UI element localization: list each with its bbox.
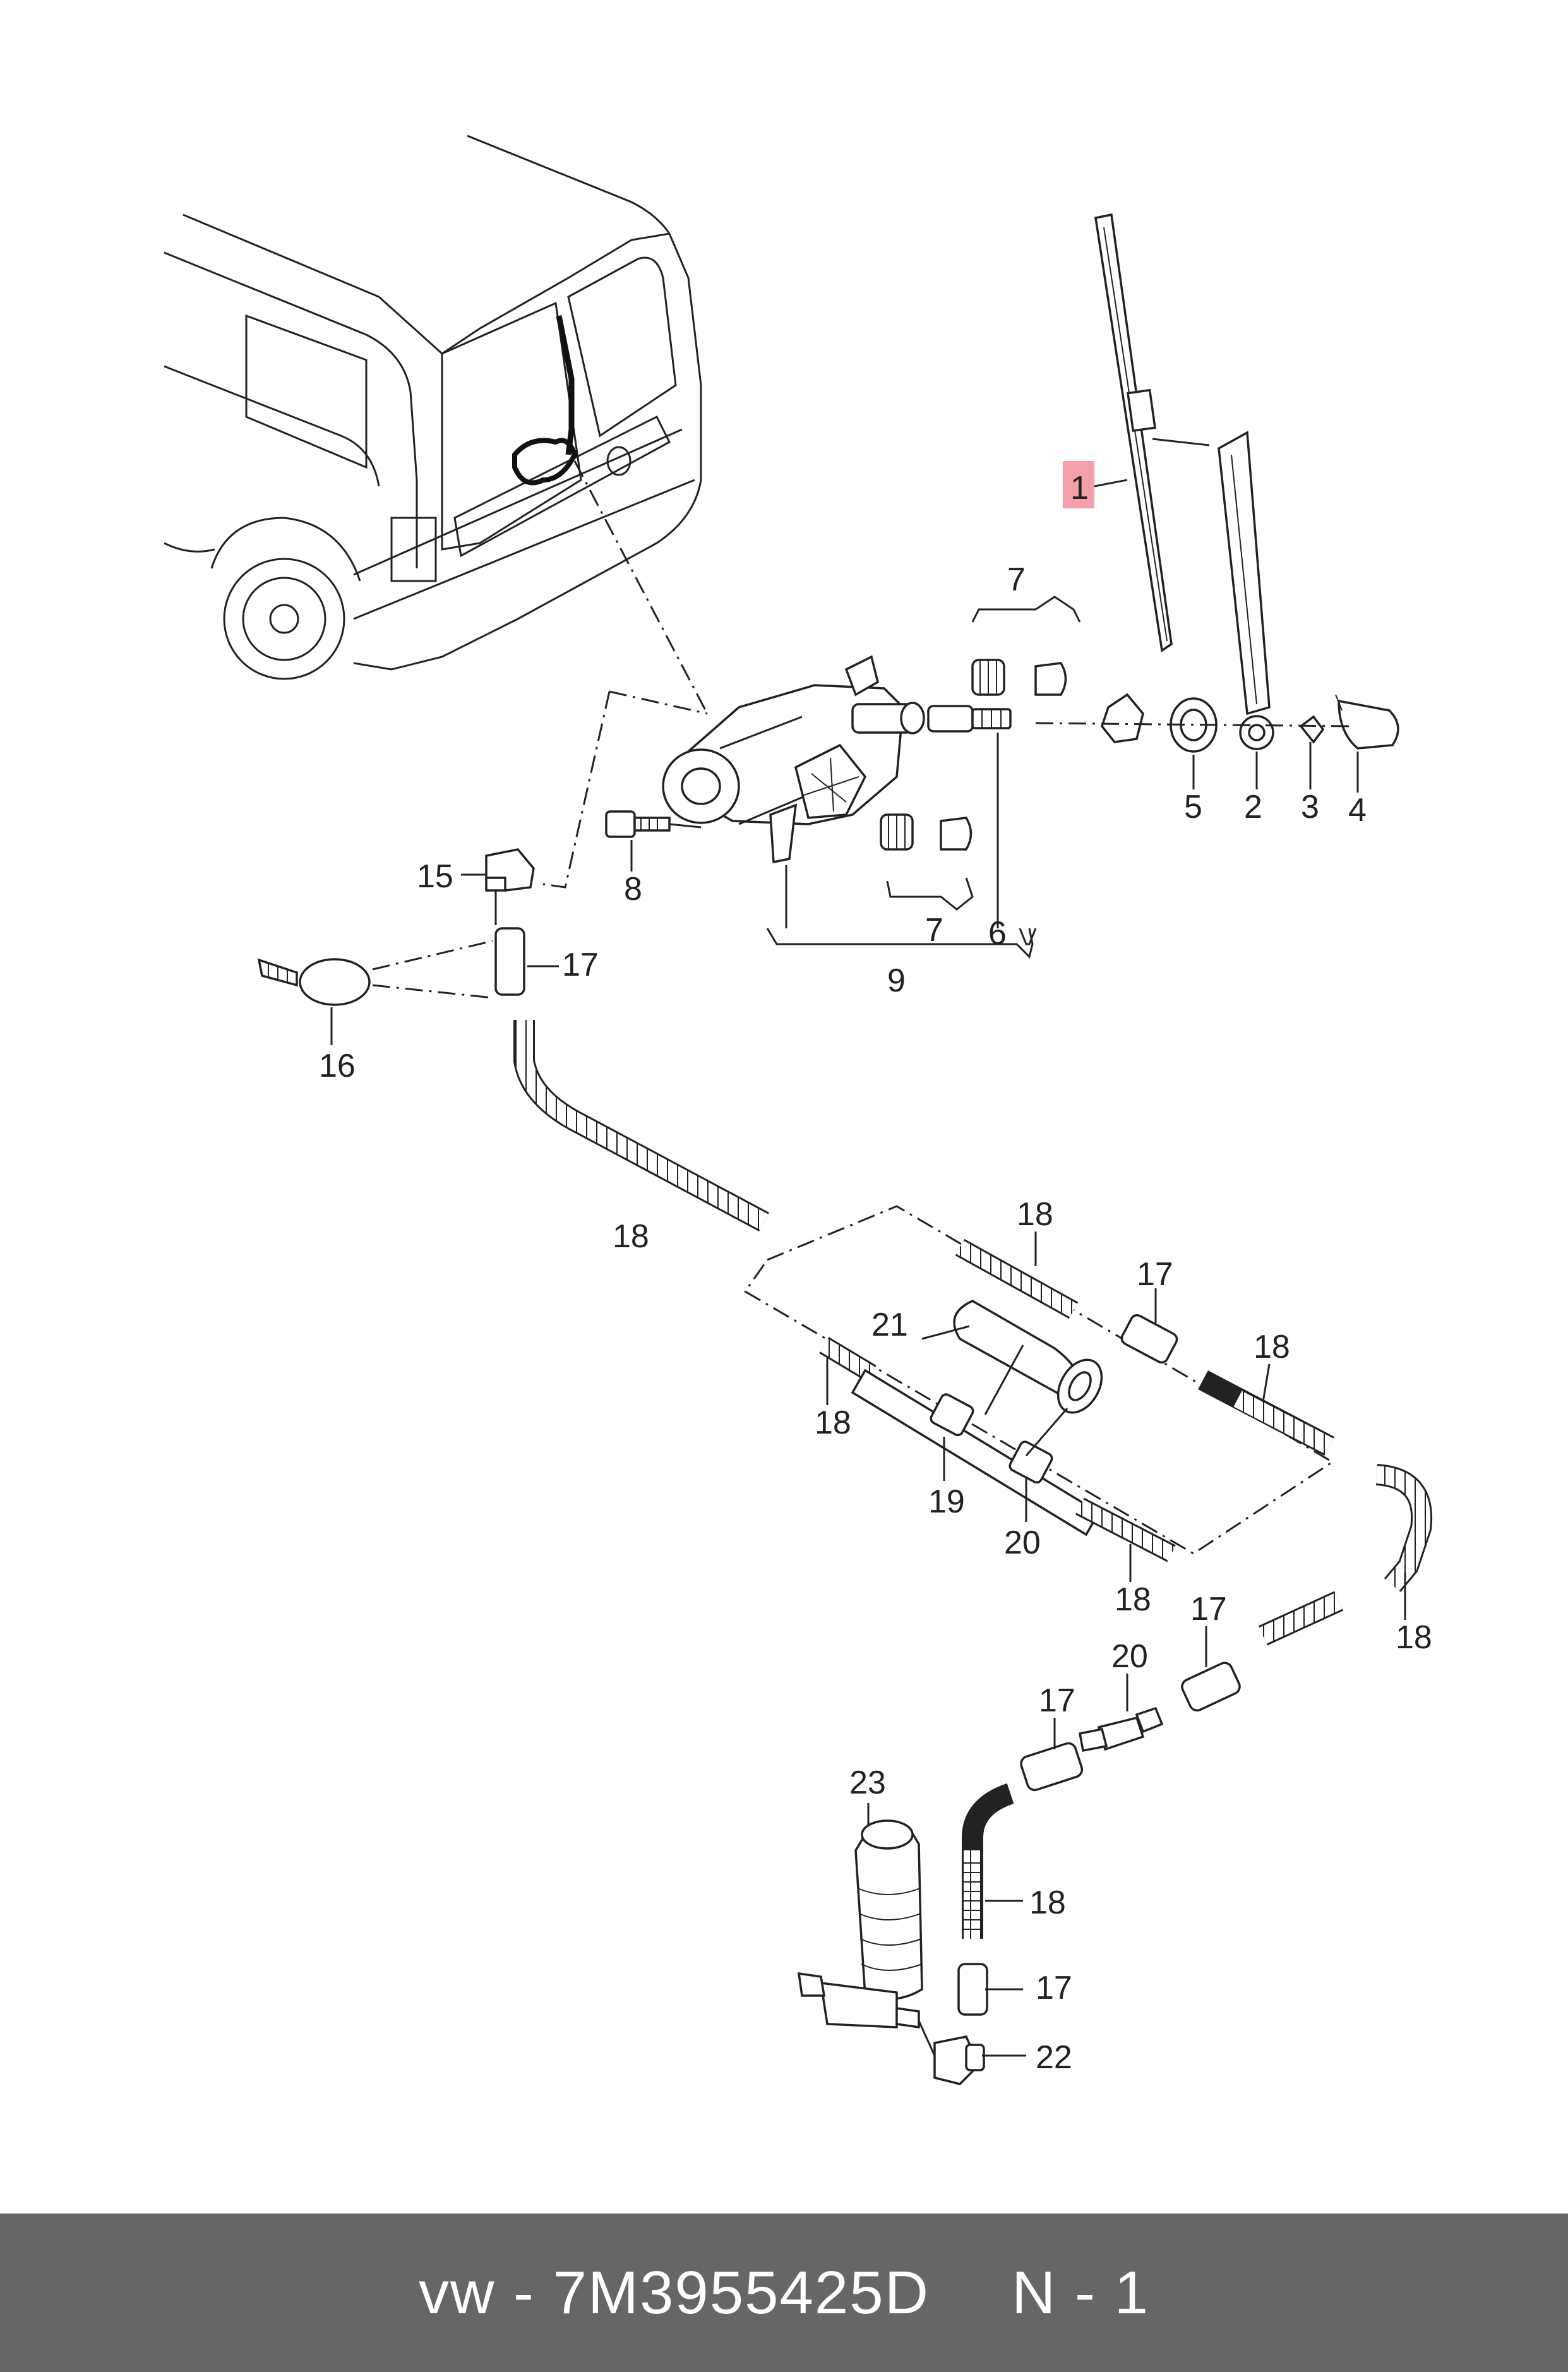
footer-separator-2: - — [1056, 2258, 1115, 2327]
callout-18-a: 18 — [613, 1218, 649, 1255]
callout-17-d: 17 — [1039, 1682, 1075, 1719]
washer-pump — [797, 1819, 936, 2056]
bolt — [605, 810, 702, 838]
callout-17-c: 17 — [1190, 1591, 1227, 1627]
footer-brand: vw — [418, 2258, 496, 2327]
callout-labels: 1 2 3 4 5 6 7 7 8 9 15 16 17 17 17 17 17… — [319, 470, 1432, 2076]
callout-15: 15 — [417, 858, 453, 895]
footer-position-code: N — [1012, 2258, 1057, 2327]
callout-18-f: 18 — [1396, 1619, 1432, 1656]
callout-18-d: 18 — [815, 1405, 851, 1441]
callout-21: 21 — [871, 1307, 908, 1343]
leader-lines — [330, 742, 1406, 2057]
callout-16: 16 — [319, 1048, 356, 1084]
callout-18-g: 18 — [1029, 1884, 1066, 1921]
callout-6: 6 — [988, 915, 1007, 952]
callout-9: 9 — [887, 962, 906, 999]
callout-20-a: 20 — [1004, 1524, 1041, 1561]
callout-22: 22 — [1036, 2039, 1072, 2076]
grommet-set-top — [971, 659, 1067, 696]
callout-3: 3 — [1301, 789, 1319, 825]
wiper-blade — [1094, 213, 1210, 652]
footer-quantity: 1 — [1114, 2258, 1150, 2327]
footer-separator: - — [495, 2258, 553, 2327]
footer-bar: vw - 7M3955425D N - 1 — [0, 2213, 1568, 2372]
grommet-set-bottom — [880, 813, 973, 851]
callout-17-b: 17 — [1137, 1256, 1173, 1293]
callout-5: 5 — [1184, 789, 1202, 825]
callout-7-top: 7 — [1007, 561, 1026, 598]
parts-diagram: 1 2 3 4 5 6 7 7 8 9 15 16 17 17 17 17 17… — [164, 135, 1433, 2085]
footer-part-number: 7M3955425D — [553, 2258, 930, 2327]
callout-4: 4 — [1348, 792, 1367, 829]
callout-19: 19 — [928, 1483, 965, 1520]
callout-1: 1 — [1070, 470, 1089, 506]
wiper-motor — [662, 655, 1012, 864]
callout-17-e: 17 — [1036, 1970, 1072, 2006]
highlight-callout-1 — [1063, 461, 1094, 508]
callout-7-bottom: 7 — [925, 912, 943, 949]
callout-23: 23 — [849, 1764, 886, 1801]
sleeve-21 — [953, 1300, 1103, 1414]
callout-8: 8 — [624, 871, 642, 907]
connector-15 — [485, 848, 535, 925]
callout-18-e: 18 — [1115, 1581, 1151, 1618]
callout-18-c: 18 — [1254, 1329, 1290, 1365]
wiper-fasteners — [1035, 693, 1399, 753]
wiper-arm — [1218, 431, 1274, 750]
callout-17-a: 17 — [562, 947, 599, 983]
callout-20-b: 20 — [1111, 1638, 1148, 1675]
callout-18-b: 18 — [1017, 1196, 1053, 1233]
cable-tie — [257, 940, 493, 1006]
callout-2: 2 — [1244, 789, 1262, 825]
vehicle-outline — [164, 135, 702, 680]
